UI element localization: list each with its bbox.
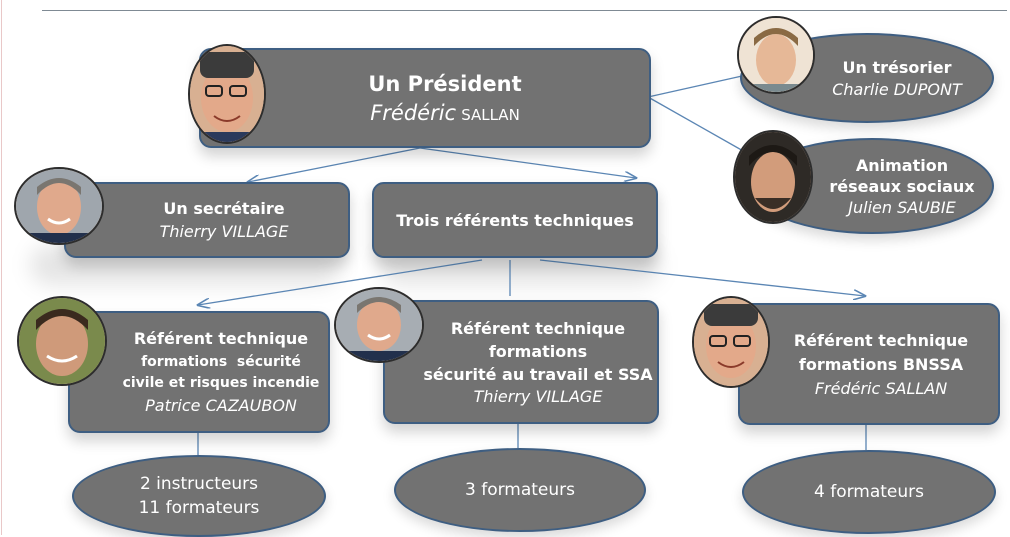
ref1-box: Référent technique formations sécurité c…: [68, 311, 330, 433]
team3-ellipse: 4 formateurs: [742, 450, 996, 534]
tresorier-role: Un trésorier: [842, 57, 952, 77]
ref1-line1: Référent technique: [133, 329, 309, 348]
secretaire-name: Thierry VILLAGE: [159, 222, 289, 241]
ref2-name: Thierry VILLAGE: [473, 386, 603, 406]
animation-role-1: Animation: [855, 155, 949, 175]
person-photo-icon: [190, 46, 264, 142]
ref3-box: Référent technique formations BNSSA Fréd…: [738, 303, 1000, 425]
person-photo-icon: [694, 298, 768, 386]
secretaire-photo: [14, 167, 104, 245]
president-first-name: Frédéric: [370, 100, 457, 125]
tresorier-photo: [737, 16, 815, 94]
person-photo-icon: [336, 289, 422, 361]
president-box: Un Président Frédéric SALLAN: [199, 48, 651, 148]
president-last-name: SALLAN: [461, 105, 520, 124]
left-border: [1, 0, 2, 535]
animation-role-2: réseaux sociaux: [829, 176, 975, 196]
tresorier-name: Charlie DUPONT: [832, 79, 962, 99]
person-photo-icon: [16, 169, 102, 243]
secretaire-role: Un secrétaire: [163, 199, 285, 218]
ref2-photo: [334, 287, 424, 363]
person-photo-icon: [739, 18, 813, 92]
president-photo: [188, 44, 266, 144]
team2-line1: 3 formateurs: [464, 480, 576, 500]
top-rule: [42, 10, 1007, 11]
animation-name: Julien SAUBIE: [848, 197, 956, 217]
ref2-line3: sécurité au travail et SSA: [423, 364, 653, 384]
president-role: Un Président: [368, 71, 522, 96]
ref3-photo: [692, 296, 770, 388]
animation-photo: [733, 130, 813, 224]
ref1-line3: civile et risques incendie: [122, 375, 320, 391]
ref1-line2: formations sécurité: [141, 354, 301, 370]
ref1-name: Patrice CAZAUBON: [145, 396, 297, 415]
team1-line2: 11 formateurs: [138, 498, 260, 518]
ref3-name: Frédéric SALLAN: [814, 378, 948, 398]
president-name: Frédéric SALLAN: [241, 101, 649, 125]
person-photo-icon: [735, 132, 811, 222]
ref2-line2: formations: [488, 341, 588, 361]
referents-label: Trois référents techniques: [396, 210, 634, 230]
ref3-line1: Référent technique: [793, 330, 969, 350]
team1-line1: 2 instructeurs: [139, 474, 259, 494]
ref2-line1: Référent technique: [450, 318, 626, 338]
ref2-box: Référent technique formations sécurité a…: [383, 300, 659, 424]
team2-ellipse: 3 formateurs: [394, 448, 646, 532]
team1-ellipse: 2 instructeurs 11 formateurs: [72, 455, 326, 537]
referents-box: Trois référents techniques: [372, 182, 658, 258]
ref1-photo: [17, 296, 107, 386]
team3-line1: 4 formateurs: [813, 482, 925, 502]
person-photo-icon: [19, 298, 105, 384]
secretaire-box: Un secrétaire Thierry VILLAGE: [64, 182, 350, 258]
ref3-line2: formations BNSSA: [798, 354, 964, 374]
